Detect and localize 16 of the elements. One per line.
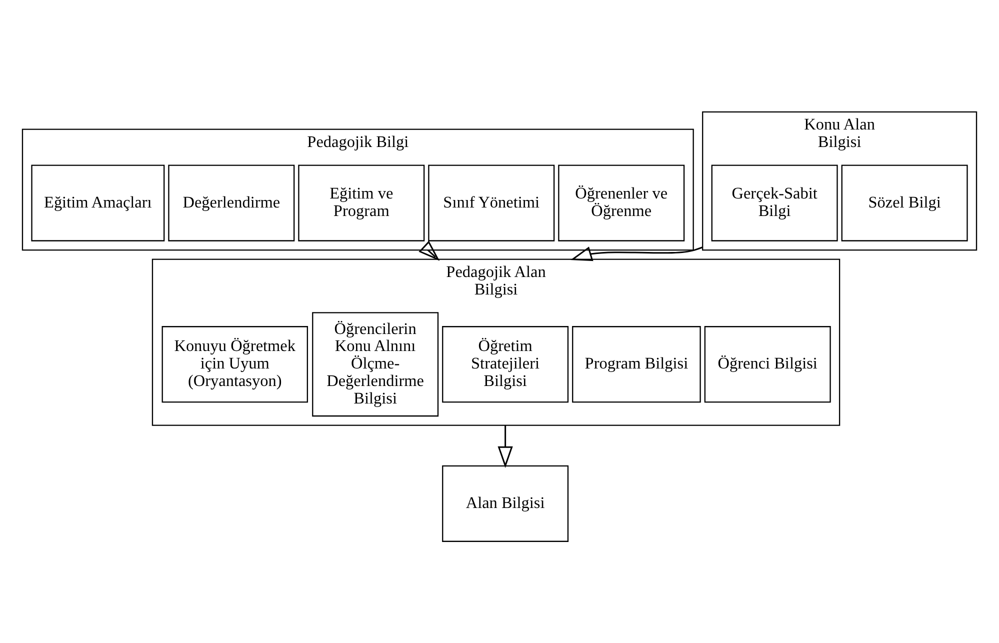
- node-box: Öğrenenler ve Öğrenme: [558, 164, 685, 241]
- arrow: [570, 246, 703, 261]
- node-box: Alan Bilgisi: [442, 464, 569, 542]
- node-box: Öğrencilerin Konu Alnını Ölçme-Değerlendirme Bilgisi: [312, 312, 439, 416]
- node-box: Konuyu Öğretmek için Uyum (Oryantasyon): [162, 326, 308, 402]
- node-box: Öğrenci Bilgisi: [704, 326, 831, 402]
- node-box: Sınıf Yönetimi: [428, 164, 555, 241]
- arrow: [418, 240, 440, 260]
- node-box: Öğretim Stratejileri Bilgisi: [442, 326, 569, 402]
- node-box: Gerçek-Sabit Bilgi: [711, 164, 838, 241]
- node-box: Program Bilgisi: [572, 326, 701, 402]
- node-box: Değerlendirme: [168, 164, 295, 241]
- node-box: Eğitim Amaçları: [31, 164, 165, 241]
- node-box: Eğitim ve Program: [298, 164, 425, 241]
- arrow: [498, 424, 513, 468]
- node-box: Sözel Bilgi: [841, 164, 968, 241]
